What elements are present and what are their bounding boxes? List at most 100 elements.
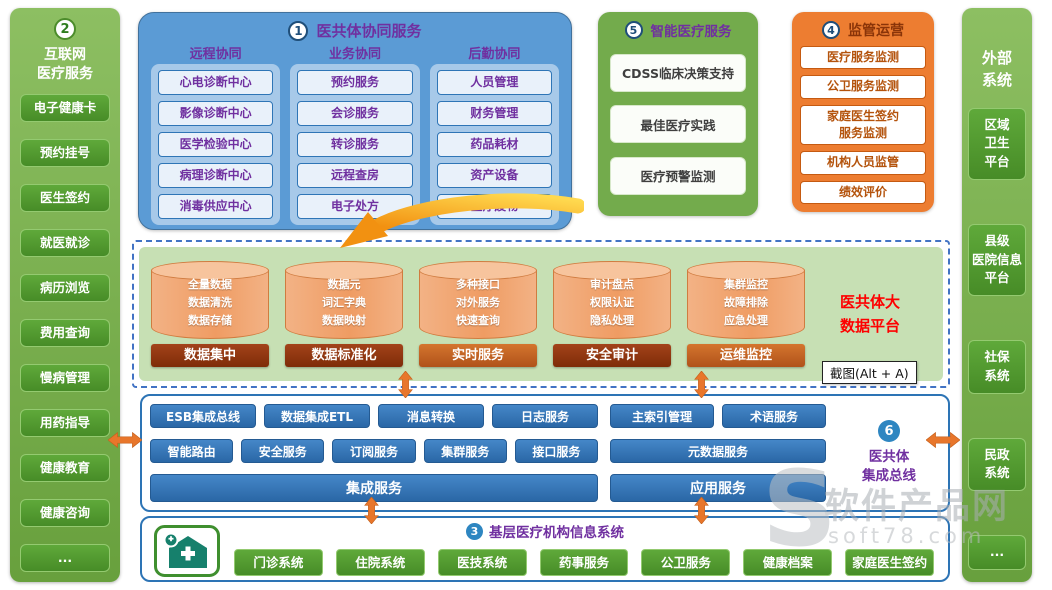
- primary-system-item: 公卫服务: [641, 549, 731, 576]
- module-label: 数据标准化: [285, 344, 403, 367]
- external-system-item: ...: [968, 535, 1026, 570]
- primary-system-item: 药事服务: [539, 549, 629, 576]
- smart-title: 智能医疗服务: [650, 24, 732, 40]
- flow-swoosh-arrow-icon: [340, 193, 584, 248]
- logistics-collab-header: 后勤协同: [468, 47, 521, 62]
- cylinder-text: 数据元 词汇字典 数据映射: [322, 278, 366, 327]
- external-system-item: 民政 系统: [968, 437, 1026, 492]
- big-data-platform: 全量数据 数据清洗 数据存储 数据集中 数据元 词汇字典 数据映射 数据标准化: [132, 240, 950, 388]
- right-exchange-arrow-icon: [926, 431, 960, 449]
- data-flow-arrow-icon: [694, 371, 709, 398]
- collab-item: 影像诊断中心: [158, 101, 274, 126]
- collab-column-headers: 远程协同 业务协同 后勤协同: [151, 43, 559, 62]
- external-system-item: 县级 医院信息 平台: [968, 223, 1026, 297]
- database-cylinder-icon: 多种接口 对外服务 快速查询: [419, 261, 537, 339]
- primary-system-item: 健康档案: [743, 549, 833, 576]
- platform-title: 医共体大 数据平台: [839, 293, 900, 335]
- smart-item: 医疗预警监测: [610, 156, 746, 195]
- cylinder-text: 集群监控 故障排除 应急处理: [724, 278, 768, 327]
- smart-item: 最佳医疗实践: [610, 105, 746, 143]
- cylinder-text: 审计盘点 权限认证 隐私处理: [590, 278, 634, 327]
- bus-service-button: 订阅服务: [332, 439, 416, 463]
- platform-module-data-centralization: 全量数据 数据清洗 数据存储 数据集中: [151, 261, 269, 367]
- collab-item: 医学检验中心: [158, 132, 274, 157]
- primary-system-item: 家庭医生签约: [845, 549, 935, 576]
- application-service-button: 应用服务: [610, 474, 826, 502]
- supervision-item: 家庭医生签约 服务监测: [800, 104, 926, 146]
- cylinder-body: [553, 270, 671, 339]
- left-panel-title: 互联网 医疗服务: [37, 47, 93, 82]
- primary-systems-panel: 3 基层医疗机构信息系统 门诊系统住院系统医技系统药事服务公卫服务健康档案家庭医…: [140, 516, 950, 582]
- collab-item: 远程查房: [297, 163, 413, 188]
- database-cylinder-icon: 集群监控 故障排除 应急处理: [687, 261, 805, 339]
- smart-medical-panel: 5 智能医疗服务 CDSS临床决策支持最佳医疗实践医疗预警监测: [598, 12, 758, 216]
- bus-service-button: 术语服务: [722, 404, 826, 428]
- supervision-title-row: 4 监管运营: [800, 20, 926, 40]
- remote-collab-column: 心电诊断中心影像诊断中心医学检验中心病理诊断中心消毒供应中心: [151, 64, 281, 225]
- database-cylinder-icon: 全量数据 数据清洗 数据存储: [151, 261, 269, 339]
- platform-module-data-standardization: 数据元 词汇字典 数据映射 数据标准化: [285, 261, 403, 367]
- primary-system-item: 门诊系统: [234, 549, 323, 576]
- platform-modules: 全量数据 数据清洗 数据存储 数据集中 数据元 词汇字典 数据映射 数据标准化: [151, 261, 805, 367]
- collab-item: 资产设备: [436, 163, 552, 188]
- primary-system-item: 住院系统: [335, 549, 425, 576]
- bus-service-button: 接口服务: [514, 439, 599, 463]
- remote-collab-header: 远程协同: [189, 47, 242, 62]
- left-service-item: ...: [20, 543, 110, 572]
- bus-right-row1: 主索引管理术语服务: [610, 404, 826, 428]
- left-service-item: 就医就诊: [20, 228, 110, 257]
- supervision-title: 监管运营: [848, 23, 904, 39]
- collab-item: 转诊服务: [297, 132, 413, 157]
- section-4-badge: 4: [822, 21, 840, 39]
- business-collab-column: 预约服务会诊服务转诊服务远程查房电子处方: [290, 64, 420, 225]
- external-title: 外部 系统: [981, 49, 1012, 89]
- screenshot-tooltip: 截图(Alt + A): [822, 361, 917, 384]
- collab-item: 病理诊断中心: [158, 163, 274, 188]
- cylinder-text: 全量数据 数据清洗 数据存储: [188, 278, 232, 327]
- platform-module-security-audit: 审计盘点 权限认证 隐私处理 安全审计: [553, 261, 671, 367]
- primary-title-row: 3 基层医疗机构信息系统: [142, 521, 948, 541]
- bus-service-button: 智能路由: [150, 439, 234, 463]
- primary-title: 基层医疗机构信息系统: [489, 525, 624, 541]
- collab-item: 会诊服务: [297, 101, 413, 126]
- collab-item: 人员管理: [436, 70, 552, 95]
- module-label: 数据集中: [151, 344, 269, 367]
- bus-service-button: 集群服务: [423, 439, 507, 463]
- smart-title-row: 5 智能医疗服务: [606, 20, 750, 40]
- left-service-item: 电子健康卡: [20, 93, 110, 122]
- supervision-item-list: 医疗服务监测公卫服务监测家庭医生签约 服务监测机构人员监管绩效评价: [800, 46, 926, 204]
- module-label: 安全审计: [553, 344, 671, 367]
- external-system-list: 区域 卫生 平台县级 医院信息 平台社保 系统民政 系统...: [968, 107, 1026, 570]
- database-cylinder-icon: 审计盘点 权限认证 隐私处理: [553, 261, 671, 339]
- module-label: 运维监控: [687, 344, 805, 367]
- left-service-item: 健康教育: [20, 453, 110, 482]
- primary-system-item: 医技系统: [437, 549, 527, 576]
- bus-right-row3: 应用服务: [610, 474, 826, 502]
- external-system-item: 区域 卫生 平台: [968, 107, 1026, 180]
- section-6-badge: 6: [878, 420, 900, 443]
- collab-item: 财务管理: [436, 101, 552, 126]
- bus-service-button: ESB集成总线: [150, 404, 256, 428]
- left-service-item: 健康咨询: [20, 498, 110, 527]
- cylinder-top: [553, 261, 671, 280]
- bus-label-area: 6 医共体 集成总线: [838, 404, 940, 502]
- bus-service-button: 数据集成ETL: [264, 404, 370, 428]
- collab-item: 预约服务: [297, 70, 413, 95]
- cylinder-top: [687, 261, 805, 280]
- supervision-item: 绩效评价: [800, 180, 926, 204]
- platform-module-ops-monitoring: 集群监控 故障排除 应急处理 运维监控: [687, 261, 805, 367]
- left-service-item: 慢病管理: [20, 363, 110, 392]
- cylinder-body: [419, 270, 537, 339]
- left-service-item: 用药指导: [20, 408, 110, 437]
- bus-right-group: 主索引管理术语服务 元数据服务 应用服务: [610, 404, 826, 502]
- section-3-badge: 3: [466, 522, 483, 540]
- cylinder-body: [151, 270, 269, 339]
- bus-service-button: 安全服务: [241, 439, 325, 463]
- supervision-item: 公卫服务监测: [800, 75, 926, 99]
- bus-title: 医共体 集成总线: [862, 449, 916, 484]
- left-service-item: 医生签约: [20, 183, 110, 212]
- data-flow-arrow-icon: [694, 497, 709, 524]
- collab-item: 消毒供应中心: [158, 194, 274, 219]
